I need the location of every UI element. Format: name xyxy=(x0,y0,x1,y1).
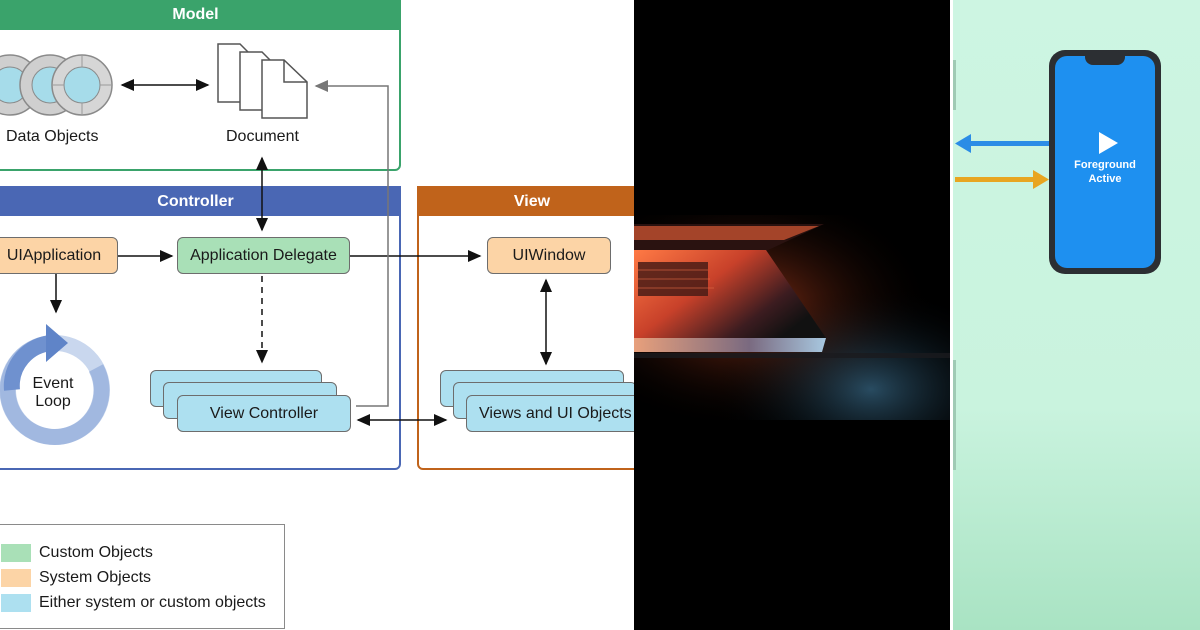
ui-window-node: UIWindow xyxy=(487,237,611,274)
data-objects-label: Data Objects xyxy=(6,128,99,145)
diagram-icons xyxy=(0,43,552,445)
diagram-arrows xyxy=(50,79,552,426)
ui-application-node: UIApplication xyxy=(0,237,118,274)
phone-state-label: Foreground Active xyxy=(1055,158,1155,186)
state-line-1: Foreground xyxy=(1074,159,1136,171)
arrow-out-icon xyxy=(955,134,1051,153)
document-icon xyxy=(217,43,308,119)
event-loop-line1: Event xyxy=(32,375,74,392)
application-delegate-node: Application Delegate xyxy=(177,237,350,274)
legend-item-either: Either system or custom objects xyxy=(1,593,266,613)
legend-swatch-system xyxy=(1,569,31,587)
play-icon xyxy=(1099,132,1118,154)
ui-window-label: UIWindow xyxy=(512,246,586,264)
event-loop-line2: Loop xyxy=(35,393,71,410)
state-line-2: Active xyxy=(1088,173,1122,185)
view-controller-label: View Controller xyxy=(209,404,319,422)
legend: Custom Objects System Objects Either sys… xyxy=(0,524,285,629)
legend-label-custom: Custom Objects xyxy=(39,544,153,561)
laptop-icon xyxy=(634,0,950,630)
arrow-in-icon xyxy=(955,170,1049,189)
phone-notch xyxy=(1085,56,1125,65)
legend-swatch-custom xyxy=(1,544,31,562)
app-state-panel: Foreground Active xyxy=(950,0,1200,630)
view-controller-node: View Controller xyxy=(177,395,351,432)
document-label: Document xyxy=(226,128,299,145)
views-and-ui-objects-node: Views and UI Objects xyxy=(466,395,634,432)
view-group: View xyxy=(417,186,634,470)
event-loop-label: Event Loop xyxy=(30,375,76,411)
controller-header: Controller xyxy=(0,188,399,216)
legend-swatch-either xyxy=(1,594,31,612)
legend-item-system: System Objects xyxy=(1,568,151,588)
laptop-photo xyxy=(634,0,950,630)
view-header: View xyxy=(419,188,634,216)
event-loop-icon xyxy=(0,324,110,445)
state-arrows xyxy=(953,60,1051,470)
data-objects-icon xyxy=(0,54,113,116)
model-header: Model xyxy=(0,0,399,30)
legend-label-system: System Objects xyxy=(39,569,152,586)
phone-screen xyxy=(1055,56,1155,268)
legend-item-custom: Custom Objects xyxy=(1,543,153,563)
model-group: Model xyxy=(0,0,401,171)
legend-label-either: Either system or custom objects xyxy=(39,594,266,611)
application-delegate-label: Application Delegate xyxy=(190,246,337,264)
views-and-ui-objects-label: Views and UI Objects xyxy=(479,404,632,422)
ui-application-label: UIApplication xyxy=(6,246,102,264)
controller-group: Controller xyxy=(0,186,401,470)
mvc-diagram: Model Controller View xyxy=(0,0,634,630)
